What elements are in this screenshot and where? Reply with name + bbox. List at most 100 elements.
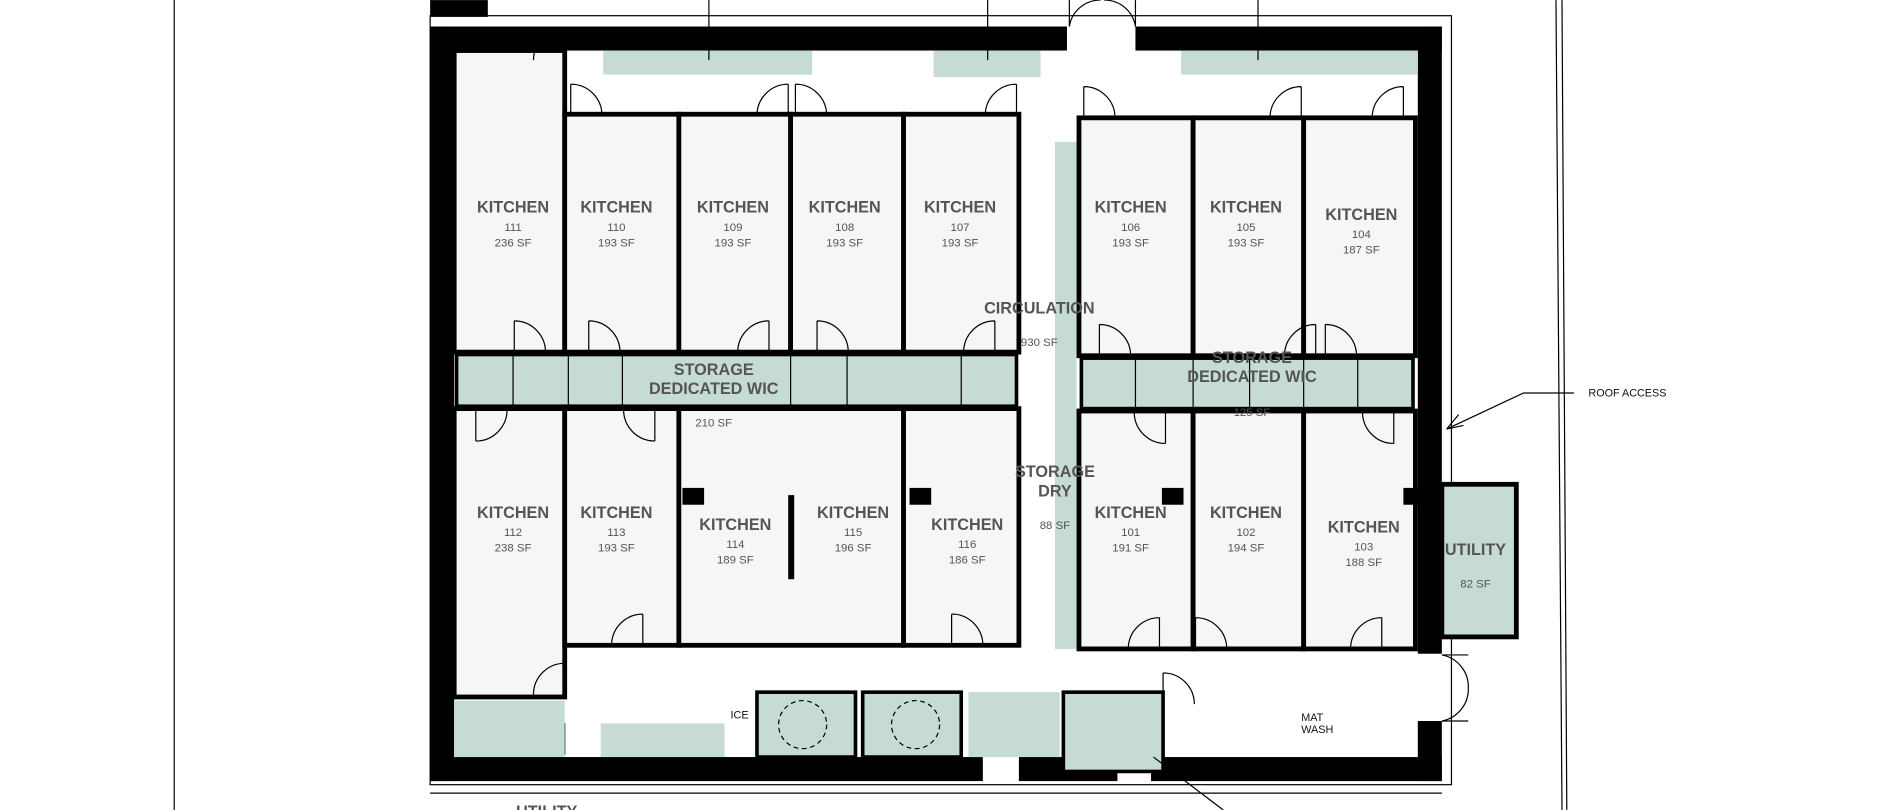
kitchen-name: KITCHEN bbox=[817, 504, 889, 522]
kitchen-name: KITCHEN bbox=[699, 516, 771, 534]
kitchen-number: 103 bbox=[1354, 541, 1373, 553]
storage-strip bbox=[1181, 50, 1418, 75]
door-swing bbox=[1349, 617, 1383, 649]
partition bbox=[788, 495, 795, 580]
storage-dry-label: DRY bbox=[1038, 482, 1072, 500]
ice-machine-icon bbox=[777, 699, 828, 750]
exterior-wall bbox=[1151, 757, 1442, 782]
kitchen-number: 111 bbox=[504, 222, 521, 234]
kitchen-area: 189 SF bbox=[717, 555, 754, 567]
kitchen-number: 114 bbox=[726, 539, 745, 551]
door-swing bbox=[610, 613, 644, 646]
kitchen-area: 193 SF bbox=[942, 237, 979, 249]
mat-wash-label: WASH bbox=[1301, 724, 1333, 736]
wall bbox=[430, 0, 488, 17]
storage-right-area: 125 SF bbox=[1234, 407, 1271, 419]
kitchen-name: KITCHEN bbox=[931, 516, 1003, 534]
kitchen-name: KITCHEN bbox=[1210, 199, 1282, 217]
kitchen-room bbox=[788, 111, 906, 355]
kitchen-number: 104 bbox=[1352, 229, 1372, 241]
kitchen-room bbox=[1076, 115, 1196, 359]
door-swing bbox=[951, 613, 984, 646]
door-swing bbox=[1371, 85, 1404, 118]
kitchen-name: KITCHEN bbox=[580, 199, 652, 217]
kitchen-number: 106 bbox=[1121, 222, 1140, 234]
roof-access-leader bbox=[1446, 392, 1575, 430]
kitchen-room bbox=[901, 406, 1022, 648]
kitchen-number: 109 bbox=[723, 222, 742, 234]
kitchen-name: KITCHEN bbox=[697, 199, 769, 217]
kitchen-area: 193 SF bbox=[598, 237, 635, 249]
utility-bottom-label: UTILITY bbox=[516, 803, 577, 810]
door-swing bbox=[475, 409, 508, 442]
door-swing bbox=[1098, 323, 1132, 356]
kitchen-area: 186 SF bbox=[949, 555, 986, 567]
door-swing bbox=[1133, 412, 1167, 445]
storage-room bbox=[600, 723, 725, 758]
kitchen-name: KITCHEN bbox=[477, 504, 549, 522]
column bbox=[1403, 487, 1426, 505]
kitchen-name: KITCHEN bbox=[477, 199, 549, 217]
kitchen-name: KITCHEN bbox=[924, 199, 996, 217]
kitchen-area: 238 SF bbox=[495, 543, 532, 555]
door-swing bbox=[1083, 85, 1116, 118]
door-swing bbox=[1283, 323, 1317, 356]
door-swing bbox=[1269, 85, 1302, 118]
exterior-wall bbox=[1135, 26, 1442, 51]
utility-room bbox=[1439, 481, 1519, 640]
kitchen-number: 102 bbox=[1236, 527, 1255, 539]
kitchen-area: 187 SF bbox=[1343, 245, 1380, 257]
storage-dry-strip bbox=[1054, 141, 1077, 649]
kitchen-name: KITCHEN bbox=[580, 504, 652, 522]
kitchen-name: KITCHEN bbox=[1095, 504, 1167, 522]
kitchen-area: 193 SF bbox=[1112, 237, 1149, 249]
exterior-wall bbox=[430, 26, 455, 782]
door-swing bbox=[1194, 617, 1228, 649]
kitchen-name: KITCHEN bbox=[1210, 504, 1282, 522]
storage-left-label: DEDICATED WIC bbox=[649, 380, 779, 398]
storage-room bbox=[454, 700, 565, 758]
kitchen-area: 193 SF bbox=[715, 237, 752, 249]
kitchen-room bbox=[1301, 115, 1418, 359]
mat-wash-label: MAT bbox=[1301, 712, 1323, 724]
roof-access-label: ROOF ACCESS bbox=[1588, 388, 1666, 400]
kitchen-room bbox=[562, 406, 682, 648]
door-swing bbox=[756, 83, 789, 116]
utility-area: 82 SF bbox=[1460, 579, 1490, 591]
kitchen-room bbox=[676, 111, 794, 355]
kitchen-room bbox=[1076, 408, 1196, 652]
kitchen-number: 116 bbox=[958, 539, 976, 551]
exterior-wall bbox=[430, 757, 983, 782]
kitchen-area: 196 SF bbox=[835, 543, 872, 555]
kitchen-room bbox=[901, 111, 1022, 355]
exterior-wall bbox=[1417, 26, 1442, 654]
kitchen-room bbox=[451, 48, 568, 355]
storage-left-label: STORAGE bbox=[674, 361, 754, 379]
site-line bbox=[1555, 0, 1563, 810]
exterior-wall bbox=[1417, 721, 1442, 782]
door-swing bbox=[588, 320, 621, 353]
door-swing bbox=[1361, 412, 1395, 445]
entry-door bbox=[1068, 0, 1137, 27]
kitchen-number: 115 bbox=[844, 527, 862, 539]
storage-room bbox=[1061, 690, 1165, 774]
storage-dry-area: 88 SF bbox=[1040, 520, 1070, 532]
ice-room bbox=[755, 690, 858, 759]
ice-room bbox=[860, 690, 964, 759]
door-swing bbox=[1324, 323, 1358, 356]
column bbox=[682, 487, 705, 505]
kitchen-number: 105 bbox=[1236, 222, 1255, 234]
door-swing bbox=[532, 662, 566, 695]
kitchen-area: 193 SF bbox=[598, 543, 635, 555]
storage-right-label: DEDICATED WIC bbox=[1187, 368, 1317, 386]
kitchen-name: KITCHEN bbox=[1095, 199, 1167, 217]
exterior-wall bbox=[430, 26, 1067, 51]
kitchen-number: 101 bbox=[1121, 527, 1140, 539]
kitchen-name: KITCHEN bbox=[1328, 518, 1400, 536]
kitchen-number: 108 bbox=[835, 222, 854, 234]
door-swing bbox=[794, 83, 828, 116]
kitchen-number: 113 bbox=[607, 527, 625, 539]
door-swing bbox=[816, 320, 849, 353]
ice-machine-icon bbox=[890, 699, 941, 750]
circulation-label: CIRCULATION bbox=[984, 300, 1095, 318]
